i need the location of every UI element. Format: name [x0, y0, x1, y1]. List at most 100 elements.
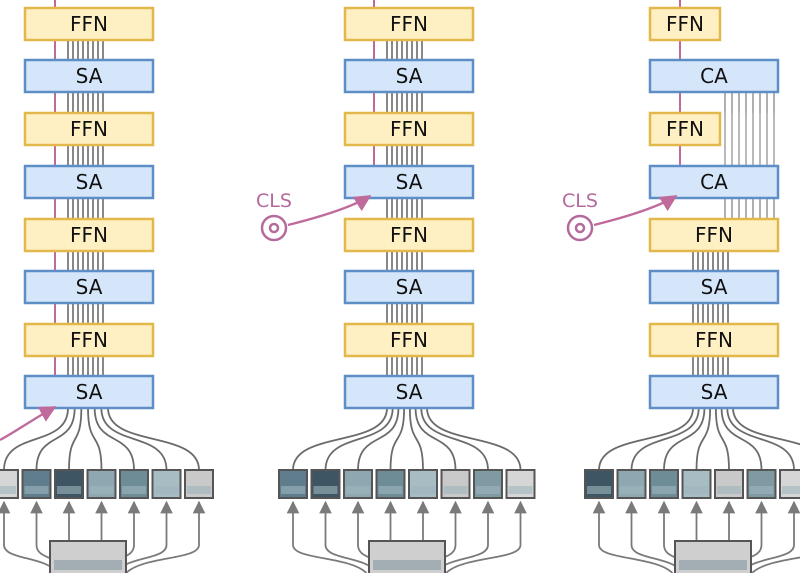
ffn-block-label: FFN — [390, 12, 428, 36]
fan-in-curve — [598, 407, 694, 471]
fan-in-curve — [324, 407, 394, 471]
sa-block-label: SA — [396, 64, 423, 88]
fan-in-curve — [726, 407, 795, 471]
source-split-curve — [445, 544, 522, 573]
sa-block: SA — [23, 58, 155, 94]
ffn-block-label: FFN — [390, 117, 428, 141]
sa-block-label: SA — [76, 64, 103, 88]
ffn-block-box — [343, 6, 475, 42]
cls-token-icon — [566, 214, 594, 242]
source-image-detail — [373, 560, 441, 570]
ffn-block: FFN — [23, 111, 155, 147]
image-patch-token — [119, 469, 149, 499]
image-patch-detail — [57, 486, 81, 494]
fan-in-curve — [408, 407, 424, 471]
ffn-block-box — [23, 217, 155, 253]
sa-block-box — [23, 164, 155, 200]
sa-block: SA — [648, 374, 780, 410]
sa-block: SA — [23, 164, 155, 200]
image-patch-detail — [717, 486, 741, 494]
ca-block-label: CA — [700, 64, 728, 88]
sa-block-label: SA — [396, 170, 423, 194]
ffn-block-label: FFN — [666, 117, 704, 141]
cls-arrow — [0, 405, 57, 442]
fan-in-curve — [100, 407, 168, 471]
image-patch-detail — [652, 486, 676, 494]
image-patch-detail — [411, 486, 435, 494]
image-patch-detail — [187, 486, 211, 494]
image-patch-token — [746, 469, 777, 499]
fan-in-curve — [357, 407, 400, 471]
image-patch-detail — [782, 486, 800, 494]
ffn-block-box — [343, 111, 475, 147]
ffn-block-box — [23, 111, 155, 147]
sa-block: SA — [343, 58, 475, 94]
ffn-block: FFN — [648, 322, 780, 358]
image-patch-token — [505, 469, 536, 499]
image-patch-token — [681, 469, 712, 499]
image-patch-detail — [154, 486, 179, 494]
fan-in-curve — [292, 407, 388, 471]
ffn-block: FFN — [343, 322, 475, 358]
image-patch-token — [649, 469, 679, 499]
sa-block-label: SA — [76, 275, 103, 299]
fan-in-curve — [630, 407, 700, 471]
sa-block-box — [343, 164, 475, 200]
ffn-block: FFN — [343, 217, 475, 253]
sa-block-box — [23, 58, 155, 94]
ffn-block: FFN — [23, 322, 155, 358]
ffn-block-label: FFN — [695, 223, 733, 247]
image-patch-detail — [619, 486, 644, 494]
image-patch-detail — [508, 486, 533, 494]
image-patch-detail — [0, 486, 16, 494]
sa-block-box — [343, 58, 475, 94]
cls-arrow — [287, 194, 372, 227]
sa-block: SA — [343, 269, 475, 305]
image-patch-detail — [281, 486, 305, 494]
sa-block-label: SA — [701, 275, 728, 299]
image-patch-token — [714, 469, 744, 499]
cls-label: CLS — [256, 190, 292, 212]
fan-in-curve — [68, 407, 83, 471]
source-split-curve — [292, 544, 368, 573]
sa-block-box — [343, 374, 475, 410]
ca-block-box — [648, 58, 780, 94]
fan-in-curve — [107, 407, 200, 471]
fan-in-curve — [720, 407, 763, 471]
image-patch-token — [440, 469, 471, 499]
source-split-curve — [751, 556, 800, 573]
image-patch-token — [375, 469, 406, 499]
fan-in-curve — [732, 407, 800, 446]
ffn-block: FFN — [23, 6, 155, 42]
ffn-block-box — [343, 322, 475, 358]
ffn-block-label: FFN — [390, 223, 428, 247]
image-patch-token — [584, 469, 614, 499]
source-split-curve — [598, 544, 674, 573]
sa-block-label: SA — [76, 170, 103, 194]
image-patch-detail — [749, 486, 774, 494]
fan-in-curve — [695, 407, 712, 471]
sa-block-label: SA — [76, 380, 103, 404]
image-patch-token — [779, 469, 800, 499]
image-patch-token — [473, 469, 503, 499]
cls-arrow — [593, 194, 678, 227]
ffn-block-label: FFN — [666, 12, 704, 36]
image-patch-detail — [587, 486, 611, 494]
ca-block-box — [648, 164, 780, 200]
sa-block-box — [648, 374, 780, 410]
ffn-block-label: FFN — [70, 117, 108, 141]
ffn-block-box — [23, 6, 155, 42]
image-patch-detail — [313, 486, 338, 494]
image-patch-token — [21, 469, 52, 499]
ffn-block-box — [648, 6, 722, 42]
ffn-block-box — [343, 217, 475, 253]
cls-token-icon — [260, 214, 288, 242]
sa-block: SA — [343, 164, 475, 200]
cls-label: CLS — [562, 190, 598, 212]
ffn-block: FFN — [648, 111, 722, 147]
ca-block: CA — [648, 58, 780, 94]
sa-block: SA — [648, 269, 780, 305]
ffn-block: FFN — [23, 217, 155, 253]
ffn-block-label: FFN — [695, 328, 733, 352]
ffn-block-label: FFN — [70, 223, 108, 247]
